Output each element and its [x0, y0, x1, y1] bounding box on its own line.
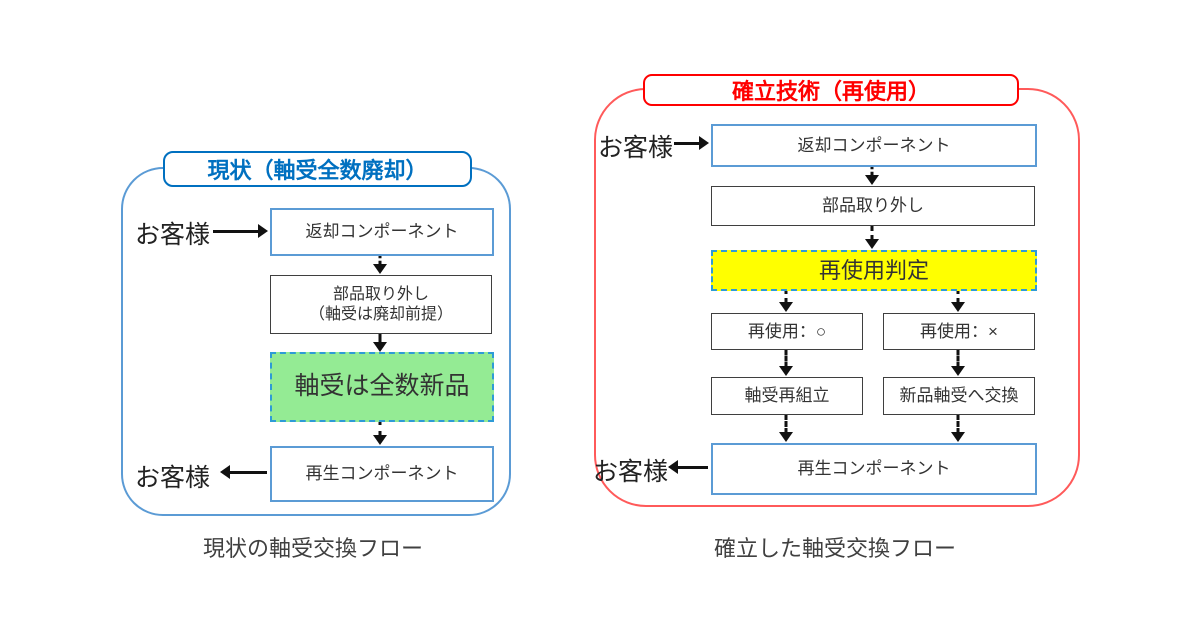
right-panel-title: 確立技術（再使用） — [643, 74, 1019, 106]
arrow-head — [779, 366, 793, 376]
right-node-replace-with-new: 新品軸受へ交換 — [883, 377, 1035, 415]
node-label: 軸受は全数新品 — [294, 372, 470, 401]
arrow-head — [951, 366, 965, 376]
node-label-line2: （軸受は廃却前提） — [308, 305, 453, 323]
node-label: 再使用：○ — [747, 321, 827, 341]
node-label: 新品軸受へ交換 — [899, 386, 1019, 406]
right-customer-out-arrow-icon — [668, 460, 708, 474]
right-branch-ng-arrow-3-icon — [951, 414, 965, 442]
left-flow-arrow-1-icon — [373, 253, 387, 274]
arrow-shaft — [784, 414, 788, 434]
node-label: 再使用判定 — [818, 257, 929, 283]
node-label: 再生コンポーネント — [305, 464, 459, 484]
node-label: 部品取り外し — [822, 196, 924, 216]
right-panel-caption: 確立した軸受交換フロー — [713, 536, 957, 561]
node-label: 返却コンポーネント — [305, 222, 459, 242]
arrow-head — [865, 175, 879, 185]
arrow-head — [220, 465, 230, 479]
arrow-shaft — [674, 142, 701, 145]
left-node-returned-component: 返却コンポーネント — [270, 208, 494, 256]
right-node-regenerated-component: 再生コンポーネント — [711, 443, 1037, 495]
arrow-head — [258, 224, 268, 238]
node-label-line1: 部品取り外し — [332, 285, 429, 303]
arrow-shaft — [378, 333, 382, 344]
arrow-head — [779, 432, 793, 442]
arrow-shaft — [676, 466, 708, 469]
left-customer-in-arrow-icon — [213, 224, 268, 238]
arrow-shaft — [870, 164, 874, 177]
left-customer-top-label: お客様 — [135, 221, 211, 249]
arrow-head — [373, 264, 387, 274]
node-label: 軸受再組立 — [744, 386, 830, 406]
node-label: 再使用：× — [920, 321, 998, 341]
left-customer-bottom-label: お客様 — [135, 464, 211, 492]
right-customer-in-arrow-icon — [674, 136, 709, 150]
arrow-head — [699, 136, 709, 150]
right-node-returned-component: 返却コンポーネント — [711, 124, 1037, 167]
arrow-shaft — [956, 414, 960, 434]
arrow-shaft — [228, 471, 267, 474]
arrow-head — [951, 432, 965, 442]
left-panel-title: 現状（軸受全数廃却） — [163, 151, 472, 187]
right-customer-top-label: お客様 — [598, 134, 674, 162]
left-flow-arrow-2-icon — [373, 333, 387, 352]
arrow-shaft — [378, 253, 382, 266]
right-branch-ok-arrow-1-icon — [779, 288, 793, 312]
arrow-shaft — [956, 349, 960, 368]
arrow-shaft — [784, 288, 788, 304]
node-label: 再生コンポーネント — [797, 459, 951, 479]
left-panel-caption: 現状の軸受交換フロー — [202, 536, 424, 561]
arrow-head — [865, 239, 879, 249]
arrow-head — [951, 302, 965, 312]
right-node-reuse-ng: 再使用：× — [883, 313, 1035, 350]
left-node-parts-removal: 部品取り外し （軸受は廃却前提） — [270, 275, 492, 334]
left-node-all-new-bearings: 軸受は全数新品 — [270, 352, 494, 422]
arrow-shaft — [870, 225, 874, 241]
right-branch-ok-arrow-3-icon — [779, 414, 793, 442]
arrow-head — [668, 460, 678, 474]
left-node-regenerated-component: 再生コンポーネント — [270, 446, 494, 502]
right-flow-arrow-2-icon — [865, 225, 879, 249]
right-branch-ng-arrow-2-icon — [951, 349, 965, 376]
right-branch-ok-arrow-2-icon — [779, 349, 793, 376]
right-node-bearing-reassembly: 軸受再組立 — [711, 377, 863, 415]
right-node-parts-removal: 部品取り外し — [711, 186, 1035, 226]
arrow-head — [373, 435, 387, 445]
arrow-head — [373, 342, 387, 352]
arrow-head — [779, 302, 793, 312]
arrow-shaft — [378, 419, 382, 437]
arrow-shaft — [213, 230, 260, 233]
node-label: 返却コンポーネント — [797, 135, 951, 155]
left-flow-arrow-3-icon — [373, 419, 387, 445]
right-node-reuse-ok: 再使用：○ — [711, 313, 863, 350]
left-customer-out-arrow-icon — [220, 465, 267, 479]
right-flow-arrow-1-icon — [865, 164, 879, 185]
right-node-reuse-judgment: 再使用判定 — [711, 250, 1037, 291]
arrow-shaft — [956, 288, 960, 304]
right-customer-bottom-label: お客様 — [593, 458, 669, 486]
right-branch-ng-arrow-1-icon — [951, 288, 965, 312]
arrow-shaft — [784, 349, 788, 368]
